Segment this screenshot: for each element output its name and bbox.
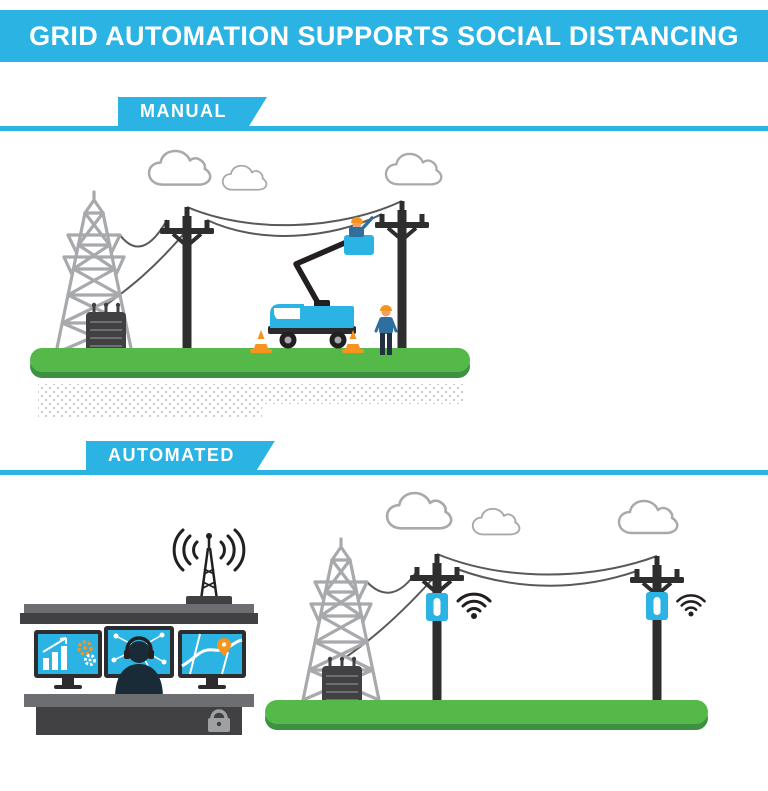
roof (20, 604, 258, 624)
smart-grid-device (426, 593, 448, 621)
power-lines (345, 553, 658, 658)
automated-section-divider (0, 470, 768, 475)
cloud-icon (384, 152, 443, 186)
operator (115, 636, 163, 698)
automated-scene (20, 491, 708, 735)
utility-pole (158, 205, 216, 358)
headset-icon (125, 636, 153, 651)
cloud-icon (385, 491, 453, 530)
utility-pole (628, 554, 686, 707)
grass-ground (30, 348, 470, 378)
manual-section-label: MANUAL (140, 101, 227, 121)
control-desk (24, 694, 254, 735)
control-room (20, 528, 258, 735)
manual-scene (30, 149, 470, 418)
gear-icon (77, 640, 96, 666)
utility-pole (408, 552, 466, 705)
ground-worker (374, 305, 398, 355)
wifi-icon (456, 592, 492, 621)
cloud-icon (147, 149, 212, 186)
cloud-icon (471, 507, 521, 536)
wheels (279, 331, 347, 349)
bar-chart-icon (42, 637, 67, 670)
smart-grid-device (646, 592, 668, 620)
signal-waves-icon (172, 528, 246, 572)
bucket (344, 235, 374, 255)
automated-section-tab: AUTOMATED (86, 441, 275, 470)
hard-hat-icon (380, 305, 392, 311)
automated-section-label: AUTOMATED (108, 445, 235, 465)
cloud-icon (221, 164, 268, 191)
manual-section-tab: MANUAL (118, 97, 267, 126)
title-banner: GRID AUTOMATION SUPPORTS SOCIAL DISTANCI… (0, 10, 768, 62)
hard-hat-icon (351, 217, 363, 223)
monitor-map (178, 630, 246, 689)
truck-bed (302, 306, 354, 328)
monitor-analytics (34, 630, 102, 689)
grass-ground (265, 700, 708, 730)
map-roads (181, 633, 243, 675)
antenna (172, 528, 246, 606)
bucket-truck (268, 216, 374, 349)
wifi-icon (676, 594, 706, 618)
map-pin-icon (217, 638, 231, 656)
manual-section-divider (0, 126, 768, 131)
boom-arm (293, 235, 359, 313)
bucket-lineworker (349, 216, 374, 237)
lock-icon (208, 709, 230, 732)
windshield (274, 308, 300, 319)
transformer (84, 301, 128, 356)
page-title: GRID AUTOMATION SUPPORTS SOCIAL DISTANCI… (29, 20, 739, 51)
cloud-icon (617, 499, 679, 535)
soil-dots (38, 384, 464, 418)
